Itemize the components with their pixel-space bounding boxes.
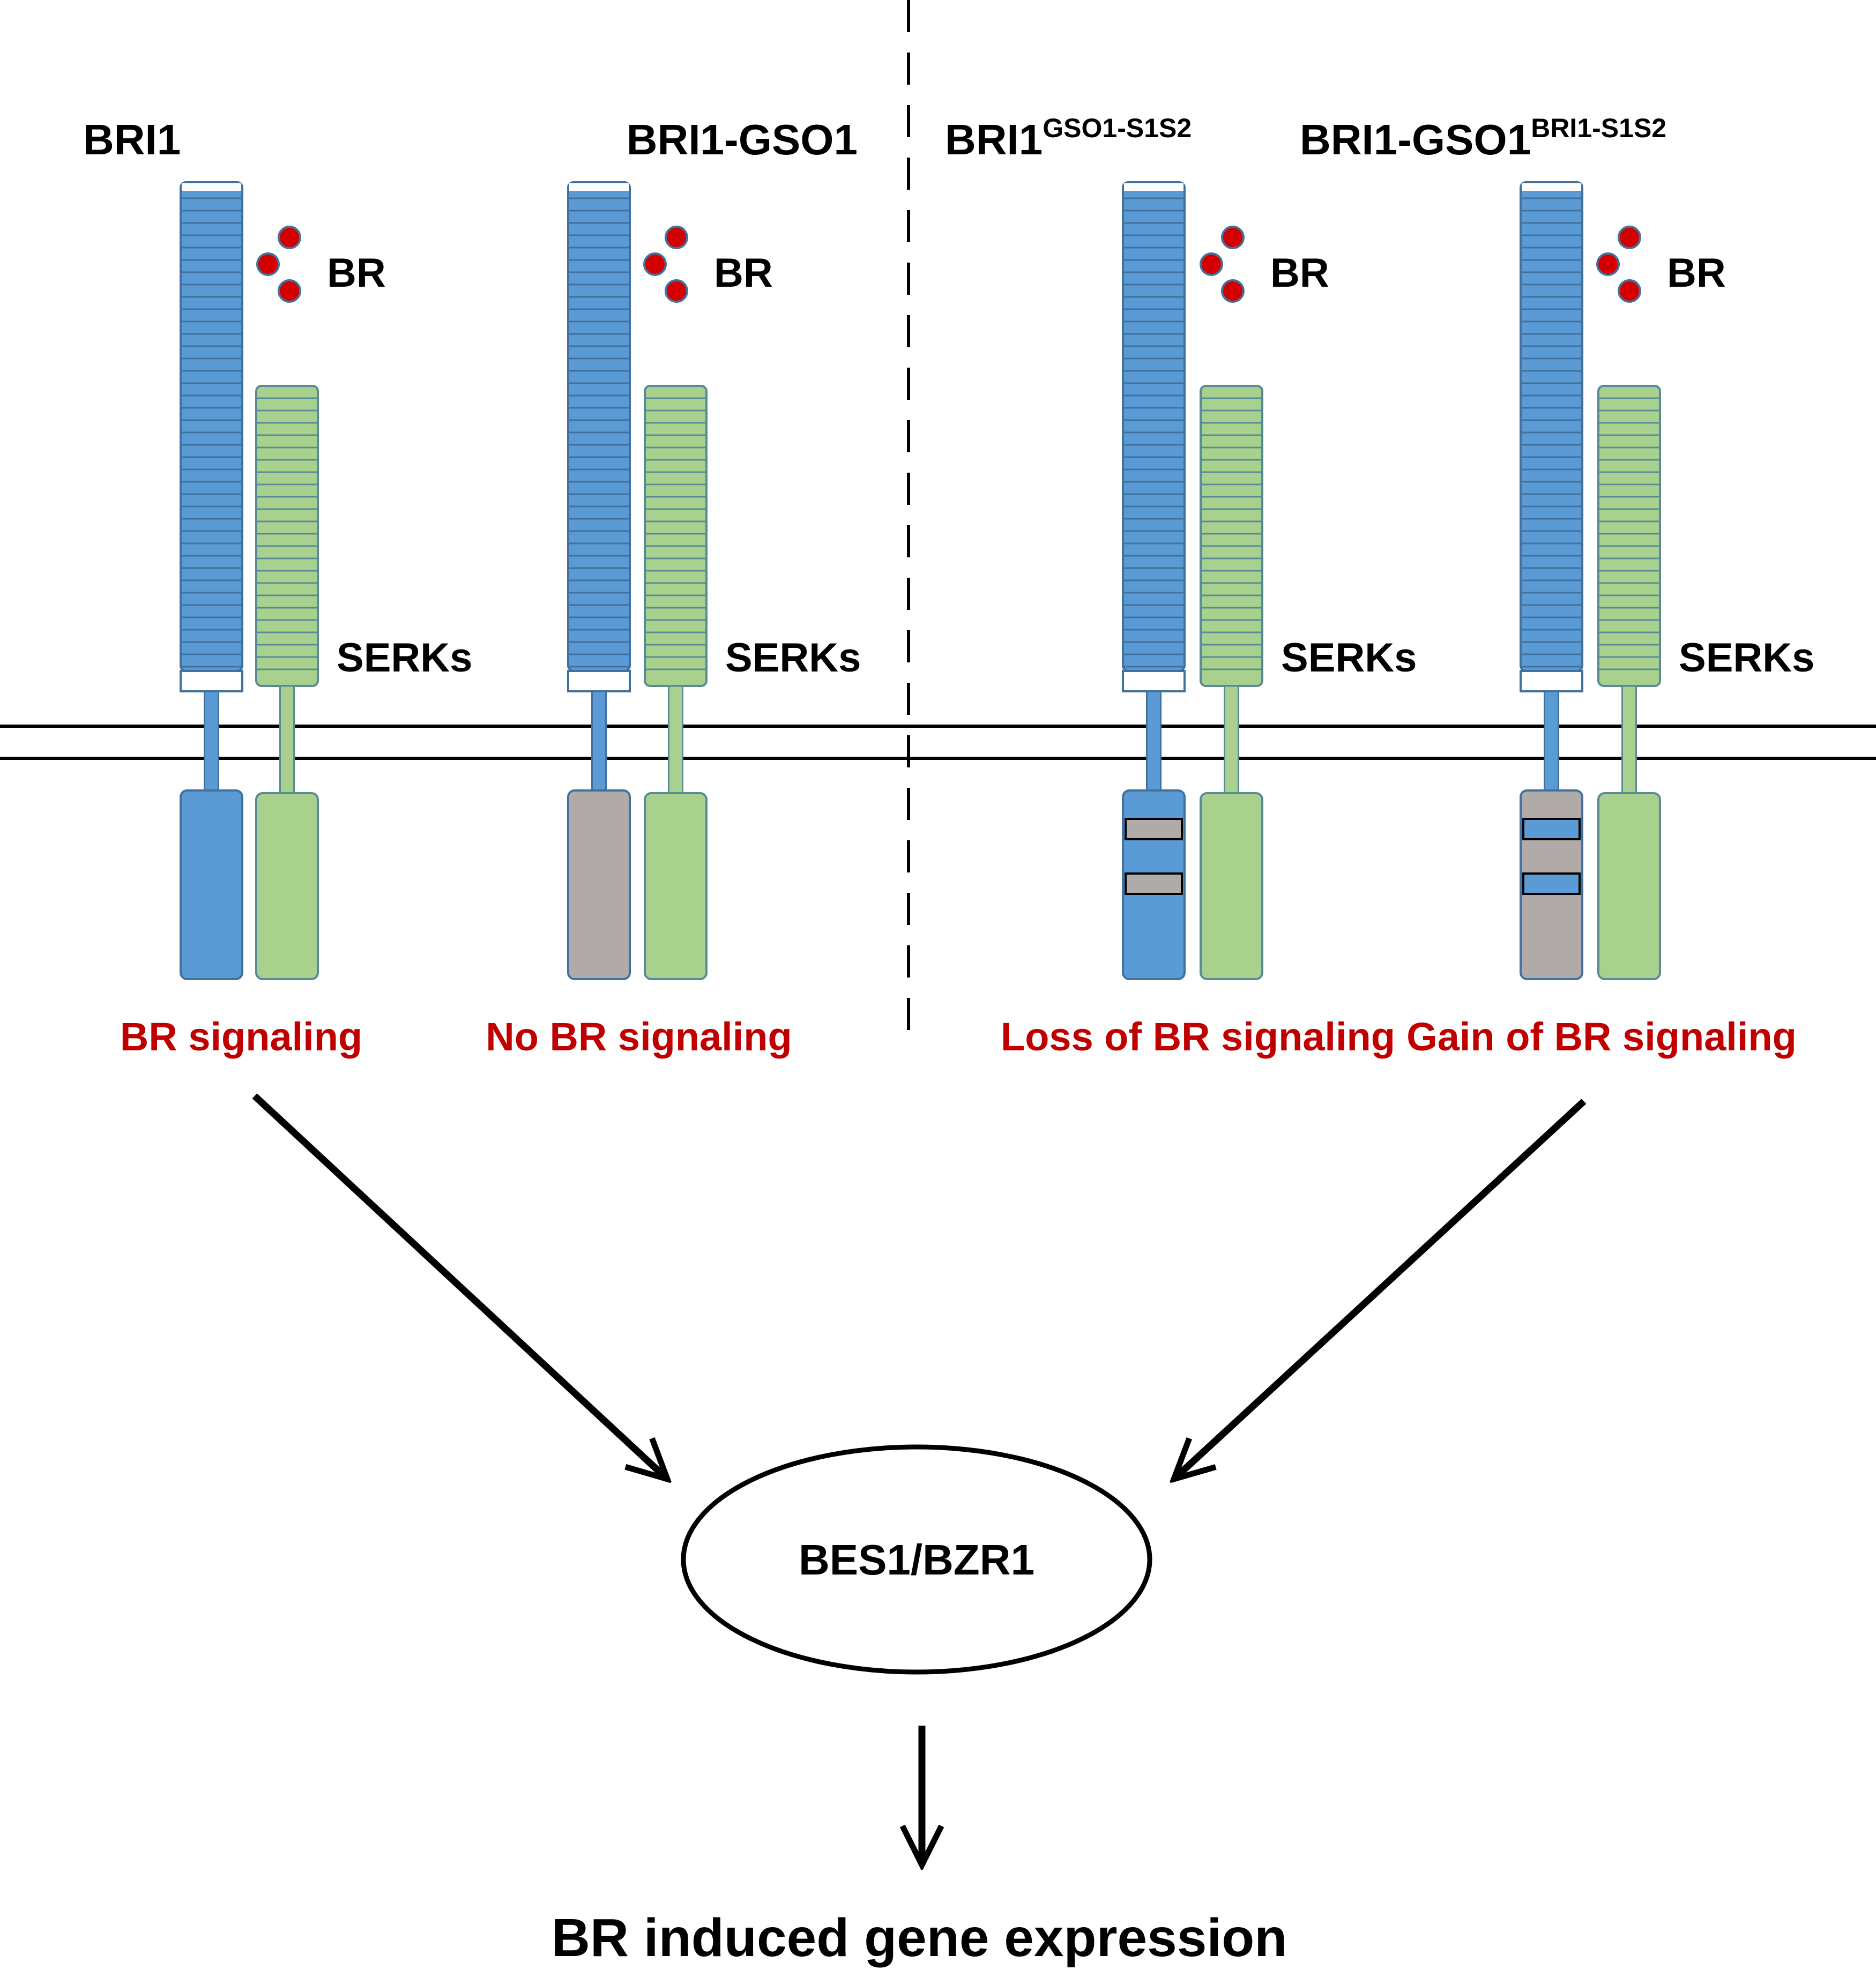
br-molecule (665, 226, 688, 249)
br-molecule (278, 226, 301, 249)
bri1-ectodomain (567, 181, 631, 672)
br-molecule (643, 252, 667, 276)
kinase-domain (180, 789, 243, 980)
br-molecule (256, 252, 280, 276)
br-molecule (1596, 252, 1620, 276)
serk-ectodomain (1200, 385, 1263, 687)
receptor-title-main: BRI1 (945, 116, 1043, 163)
kinase-domain (567, 789, 631, 980)
receptor-title: BRI1 (83, 116, 181, 163)
br-molecule (1618, 279, 1641, 303)
island-domain (567, 670, 631, 692)
br-molecule (1221, 226, 1245, 249)
serks-label: SERKs (1679, 635, 1814, 681)
bes1-bzr1-node (681, 1444, 1152, 1675)
receptor-title-main: BRI1-GSO1 (627, 116, 858, 163)
serk-ectodomain (1597, 385, 1661, 687)
gene-expression-label: BR induced gene expression (552, 1908, 1287, 1968)
signaling-outcome-label: BR signaling (120, 1014, 362, 1059)
bri1-transmembrane (1544, 690, 1559, 792)
signaling-outcome-label: No BR signaling (486, 1014, 792, 1059)
receptor-title-superscript: GSO1-S1S2 (1043, 113, 1192, 143)
ectodomain-cap (1522, 183, 1581, 191)
serk-transmembrane (1621, 685, 1637, 794)
br-molecule (1618, 226, 1641, 249)
receptor-title-main: BRI1-GSO1 (1300, 116, 1531, 163)
serk-kinase-domain (1200, 792, 1263, 980)
serk-kinase-domain (644, 792, 708, 980)
serk-ectodomain (255, 385, 319, 687)
signaling-outcome-label: Loss of BR signaling (1001, 1014, 1395, 1059)
receptor-title: BRI1-GSO1BRI1-S1S2 (1300, 113, 1666, 163)
br-ligand-label: BR (1270, 250, 1329, 296)
island-domain (180, 670, 243, 692)
serk-kinase-domain (1597, 792, 1661, 980)
receptor-title: BRI1-GSO1 (627, 116, 858, 163)
br-molecule (665, 279, 688, 303)
serk-transmembrane (279, 685, 295, 794)
ectodomain-cap (182, 183, 241, 191)
bri1-transmembrane (1146, 690, 1162, 792)
signaling-outcome-label: Gain of BR signaling (1406, 1014, 1797, 1059)
serk-kinase-domain (255, 792, 319, 980)
receptor-panel: BR SERKs BRI1 BR signaling (83, 116, 472, 1059)
swapped-region-stripe (1125, 818, 1183, 840)
bri1-ectodomain (180, 181, 243, 672)
receptor-title-superscript: BRI1-S1S2 (1531, 113, 1666, 143)
arrow-right-to-bes1 (1174, 1099, 1587, 1479)
receptor-title-main: BRI1 (83, 116, 181, 163)
bri1-transmembrane (591, 690, 607, 792)
island-domain (1122, 670, 1186, 692)
serk-ectodomain (644, 385, 708, 687)
serks-label: SERKs (725, 635, 861, 681)
bri1-ectodomain (1122, 181, 1186, 672)
swapped-region-stripe (1522, 872, 1581, 895)
bes1-bzr1-label: BES1/BZR1 (799, 1536, 1034, 1584)
receptor-panel: BR SERKs BRI1-GSO1 No BR signaling (486, 116, 861, 1059)
swapped-region-stripe (1125, 872, 1183, 895)
arrow-left-to-bes1 (252, 1093, 667, 1479)
br-ligand-label: BR (327, 250, 386, 296)
ectodomain-cap (569, 183, 629, 191)
island-domain (1520, 670, 1583, 692)
serks-label: SERKs (337, 635, 472, 681)
receptor-title: BRI1GSO1-S1S2 (945, 113, 1192, 163)
serk-transmembrane (668, 685, 683, 794)
swapped-region-stripe (1522, 818, 1581, 840)
br-molecule (278, 279, 301, 303)
receptor-panels: BR SERKs BRI1 BR signaling BR SERKs BRI1-GSO1N… (83, 113, 1814, 1059)
ectodomain-cap (1124, 183, 1183, 191)
serk-transmembrane (1224, 685, 1239, 794)
br-molecule (1200, 252, 1223, 276)
br-ligand-label: BR (1667, 250, 1726, 296)
serks-label: SERKs (1281, 635, 1417, 681)
bri1-transmembrane (204, 690, 219, 792)
br-molecule (1221, 279, 1245, 303)
bri1-ectodomain (1520, 181, 1583, 672)
br-ligand-label: BR (714, 250, 773, 296)
